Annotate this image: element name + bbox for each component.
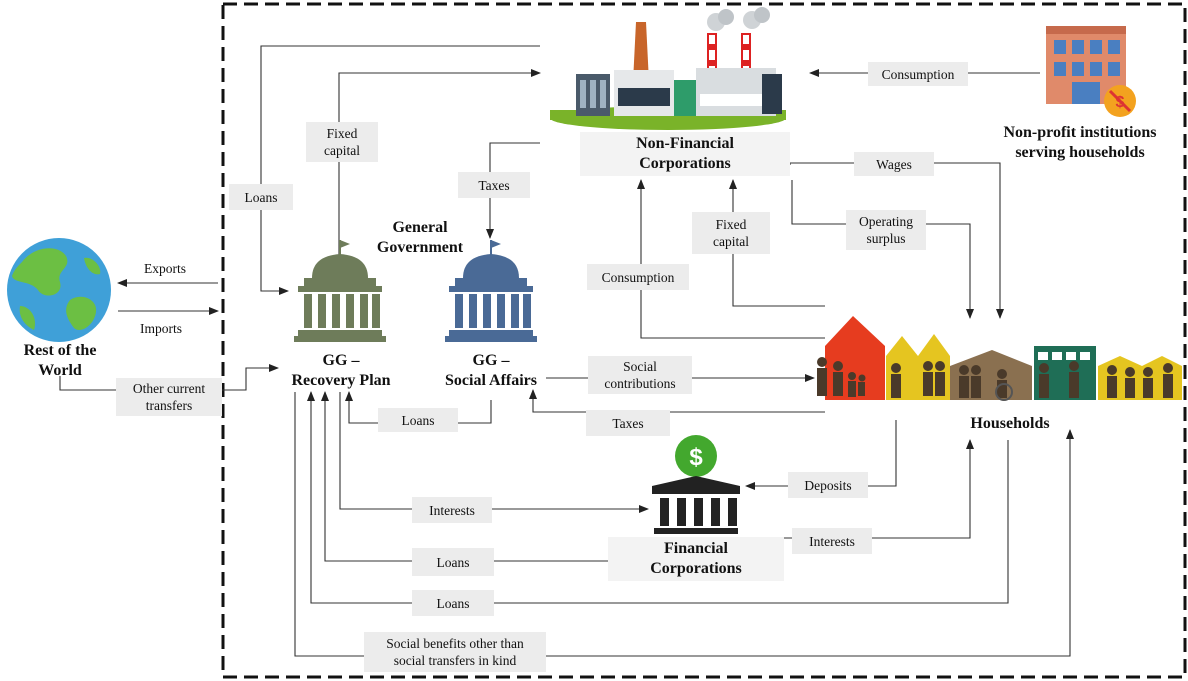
arrow-other-current-transfers bbox=[59, 364, 279, 391]
arrow-taxes-hh-to-social bbox=[529, 389, 825, 413]
arrow-fixed-capital-gg-to-nfc bbox=[338, 69, 541, 255]
arrow-consumption-hh-to-nfc bbox=[637, 179, 825, 339]
node-gg-recovery-plan: GG –Recovery Plan bbox=[291, 352, 391, 389]
flow-label-loans-fc: Loans bbox=[412, 548, 494, 576]
flow-label-deposits: Deposits bbox=[788, 472, 868, 498]
flow-label-taxes-hh: Taxes bbox=[586, 410, 670, 436]
flow-label-imports: Imports bbox=[140, 320, 182, 336]
bank-icon: $ bbox=[652, 435, 740, 534]
svg-text:$: $ bbox=[1116, 94, 1125, 111]
flow-label-taxes-nfc: Taxes bbox=[458, 172, 530, 198]
flow-label-loans-row: Loans bbox=[229, 184, 293, 210]
arrow-social-benefits bbox=[294, 392, 1074, 657]
arrow-loans-fc-to-recovery bbox=[321, 391, 608, 562]
factory-icon bbox=[550, 7, 786, 130]
flow-label-interests-gg: Interests bbox=[412, 497, 492, 523]
node-gg-social-affairs: GG –Social Affairs bbox=[445, 352, 537, 389]
arrow-interests-gg-to-fc bbox=[339, 392, 649, 513]
gg-recovery-building-icon bbox=[294, 240, 386, 342]
flow-label-wages: Wages bbox=[854, 152, 934, 176]
houses-people-icon bbox=[817, 316, 1182, 401]
flow-label-interests-fc: Interests bbox=[792, 528, 872, 554]
svg-text:$: $ bbox=[689, 444, 703, 471]
flow-label-consumption-hh: Consumption bbox=[587, 264, 689, 290]
gg-social-building-icon bbox=[445, 240, 537, 342]
node-households: Households bbox=[970, 415, 1050, 432]
arrow-loans-nfc-to-recovery bbox=[260, 45, 540, 295]
flow-label-consumption-npish: Consumption bbox=[868, 62, 968, 86]
flow-label-loans-social-recovery: Loans bbox=[378, 408, 458, 432]
flow-label-exports: Exports bbox=[144, 260, 186, 276]
globe-icon bbox=[7, 238, 111, 342]
npish-building-icon: $ bbox=[1046, 26, 1136, 117]
arrow-loans-recovery-to-hh bbox=[307, 391, 1009, 604]
arrow-taxes-nfc-to-social bbox=[486, 142, 540, 239]
flow-label-loans-gg-hh: Loans bbox=[412, 590, 494, 616]
